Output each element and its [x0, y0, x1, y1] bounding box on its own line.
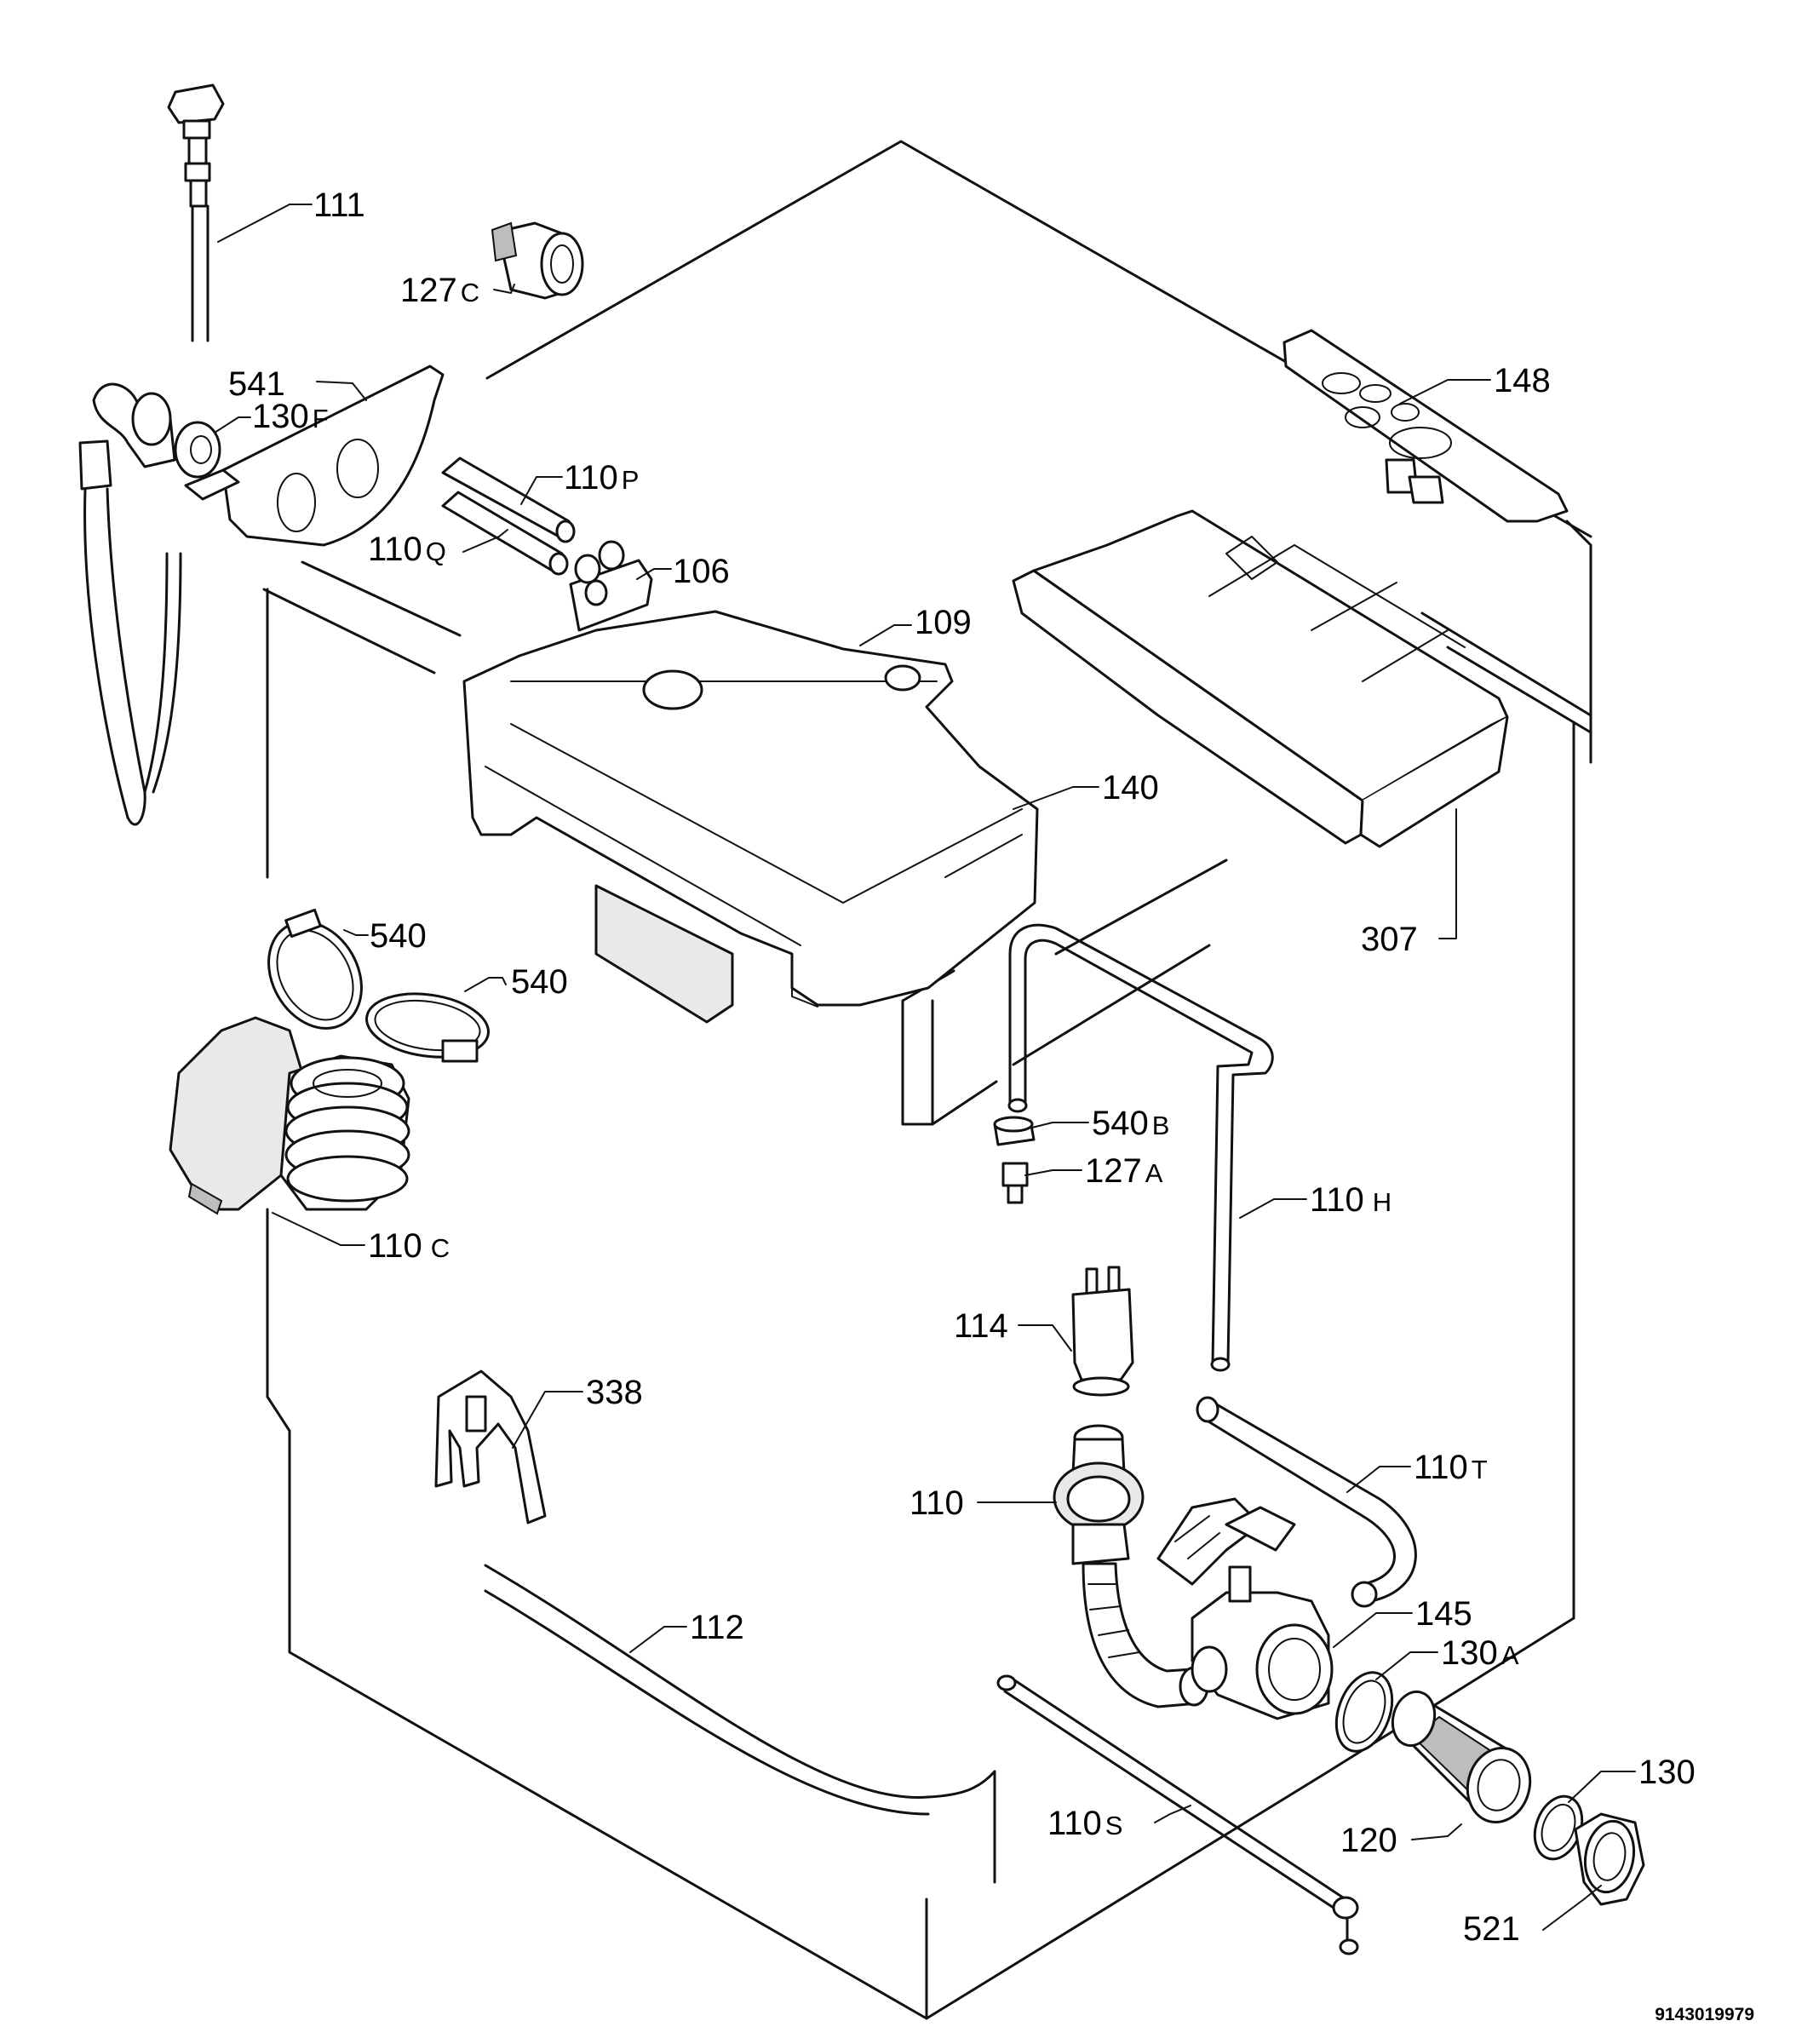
filter-120 — [1391, 1690, 1532, 1824]
cap-521 — [1574, 1812, 1645, 1906]
label-110: 110 — [910, 1484, 964, 1522]
fitting-127c — [491, 221, 584, 300]
clip-338 — [434, 1369, 547, 1524]
drain-hose-elbow — [78, 382, 182, 826]
sensor-114 — [1071, 1266, 1134, 1397]
corrugated-hose — [1156, 1497, 1296, 1586]
label-109: 109 — [915, 604, 972, 641]
label-114: 114 — [954, 1307, 1008, 1345]
bellows-hose-110c — [169, 1016, 410, 1215]
hoses-110p-110q — [441, 456, 576, 576]
label-541: 541 — [228, 365, 285, 403]
diagram-code: 9143019979 — [1655, 2005, 1754, 2024]
hose-110t — [1196, 1396, 1417, 1608]
valve-106 — [569, 540, 653, 632]
tube-110h — [1007, 923, 1274, 1372]
label-521: 521 — [1463, 1910, 1520, 1948]
nut-130f — [174, 421, 221, 479]
cover-plate-148 — [1282, 329, 1569, 523]
bracket-plate-541 — [184, 365, 445, 547]
label-307: 307 — [1361, 921, 1418, 958]
label-111: 111 — [313, 187, 365, 224]
clip-540b — [993, 1116, 1036, 1146]
label-540-upper: 540 — [370, 917, 427, 955]
dispenser-housing-109-140 — [462, 610, 1039, 1024]
hose-112 — [484, 1589, 930, 1816]
leader-lines — [214, 204, 1636, 1931]
label-140: 140 — [1102, 769, 1159, 807]
ring-130a — [1334, 1671, 1394, 1753]
dispenser-drawer-307 — [1012, 509, 1509, 848]
clamp-540-lower — [365, 992, 490, 1063]
inlet-hose-111 — [167, 83, 225, 342]
label-145: 145 — [1415, 1595, 1472, 1633]
clamp-540-upper — [267, 908, 363, 1030]
label-338: 338 — [586, 1374, 643, 1411]
rod-110s — [996, 1674, 1359, 1955]
label-130: 130 — [1638, 1754, 1696, 1791]
label-112: 112 — [690, 1609, 744, 1646]
label-106: 106 — [673, 553, 730, 590]
drain-pump-145 — [1191, 1565, 1334, 1720]
label-148: 148 — [1494, 362, 1551, 399]
label-120: 120 — [1340, 1822, 1397, 1859]
nozzle-127a — [1001, 1162, 1029, 1204]
label-540-lower: 540 — [511, 963, 568, 1001]
